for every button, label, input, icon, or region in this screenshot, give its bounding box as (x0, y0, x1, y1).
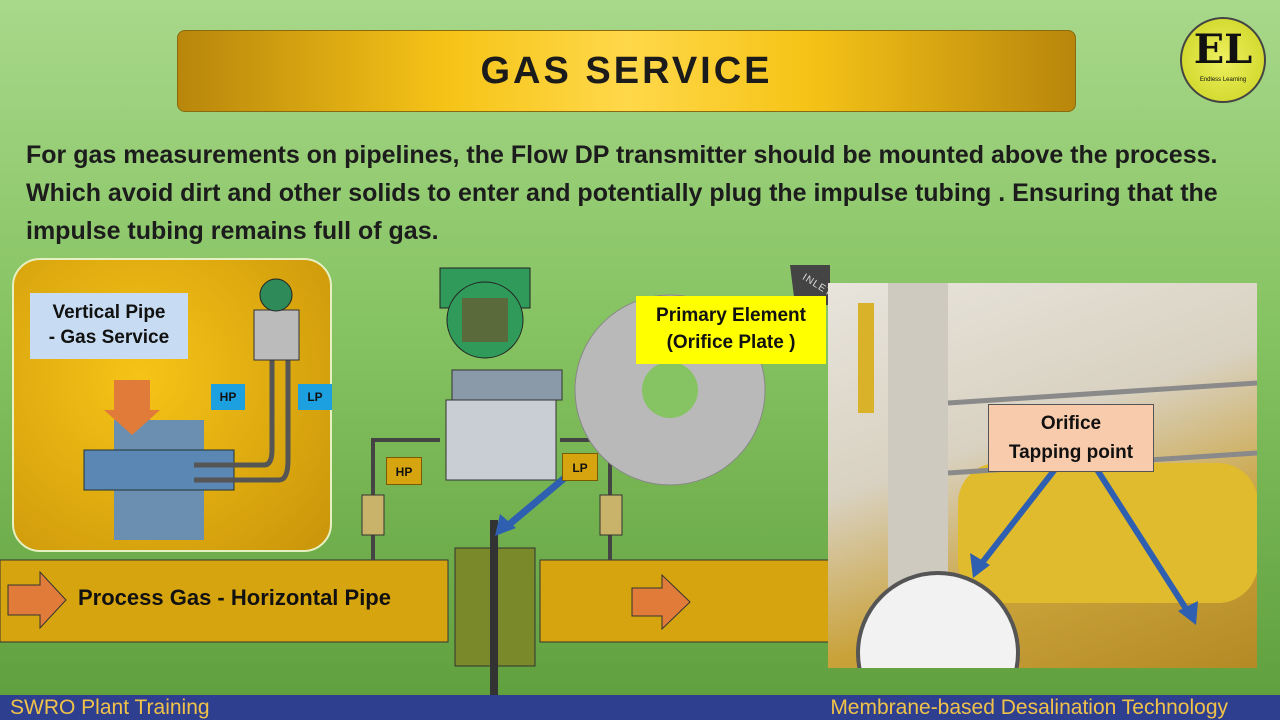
inlet-tab (790, 265, 830, 305)
label-line: Vertical Pipe (52, 302, 166, 323)
footer-right: Membrane-based Desalination Technology (830, 696, 1228, 719)
process-gas-label: Process Gas - Horizontal Pipe (78, 585, 391, 610)
footer-bar: SWRO Plant Training Membrane-based Desal… (0, 695, 1280, 720)
flow-arrow-icon (7, 570, 67, 630)
slide-title: GAS SERVICE (177, 30, 1076, 112)
description-text: For gas measurements on pipelines, the F… (26, 141, 1218, 245)
label-line: - Gas Service (48, 327, 170, 348)
label-line: (Orifice Plate ) (666, 332, 796, 353)
lp-tag: LP (562, 453, 598, 481)
pipe-left (0, 559, 449, 643)
lp-tag-small: LP (298, 384, 332, 410)
hp-tag-small: HP (211, 384, 245, 410)
vertical-pipe-illustration (83, 278, 300, 540)
primary-element-label: Primary Element (Orifice Plate ) (636, 296, 826, 364)
vertical-pipe-label: Vertical Pipe - Gas Service (30, 293, 188, 359)
label-line: Primary Element (656, 305, 806, 326)
label-line: Orifice (1040, 413, 1102, 434)
orifice-tapping-photo (828, 283, 1257, 668)
footer-left: SWRO Plant Training (10, 696, 210, 719)
label-line: Tapping point (1008, 442, 1134, 463)
hp-tag: HP (386, 457, 422, 485)
orifice-plate-edge (490, 520, 498, 695)
flow-arrow-icon (631, 573, 691, 631)
